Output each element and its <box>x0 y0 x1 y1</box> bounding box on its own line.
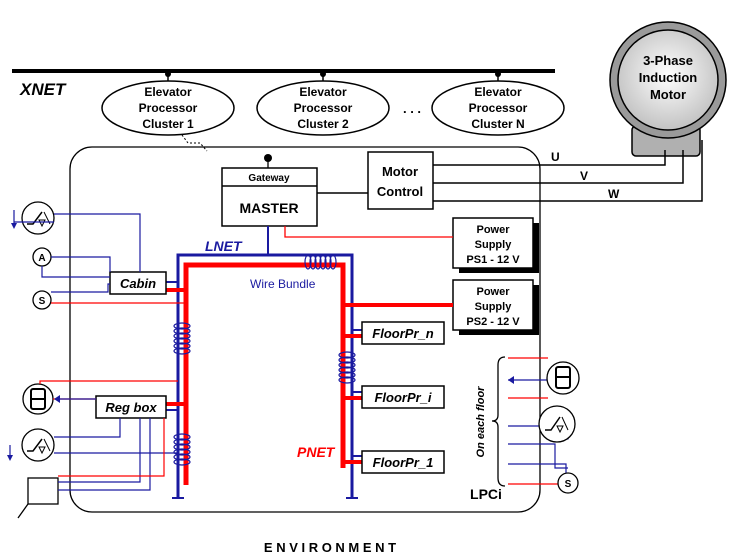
floor-node-i[interactable]: FloorPr_i <box>361 385 445 409</box>
phase-wires <box>432 140 703 202</box>
phase-w-label: W <box>608 187 620 201</box>
power-supply-2[interactable]: Power Supply PS2 - 12 V <box>452 279 539 335</box>
regbox-label: Reg box <box>105 400 157 415</box>
cabin-switch-wires <box>51 283 110 293</box>
lpci-light-sensor-icon <box>538 405 576 443</box>
ammeter-label: A <box>38 253 45 264</box>
ps1-feed-wire <box>284 226 453 238</box>
regbox-actuator-wires <box>58 418 151 491</box>
power-supply-1[interactable]: Power Supply PS1 - 12 V <box>452 217 539 273</box>
light-sensor-icon <box>21 201 55 235</box>
lnet-label: LNET <box>205 238 243 254</box>
floor-node-n-label: FloorPr_n <box>372 326 433 341</box>
lpci-switch-icon: S <box>557 472 579 494</box>
cabin-sensor-arrow-icon <box>11 223 17 229</box>
floor-node-n[interactable]: FloorPr_n <box>361 321 445 345</box>
ps2-line2: Supply <box>475 301 513 313</box>
floor-node-i-label: FloorPr_i <box>374 390 431 405</box>
gateway-master-node[interactable]: Gateway MASTER <box>221 154 318 227</box>
lnet-bus <box>172 226 358 499</box>
wire-bundle-coil-right <box>338 351 356 384</box>
cabin-switch-icon: S <box>32 290 52 310</box>
processor-cluster-2[interactable]: Elevator Processor Cluster 2 <box>256 71 390 136</box>
cluster-ellipsis: . . . <box>403 101 421 116</box>
processor-cluster-1[interactable]: Elevator Processor Cluster 1 <box>101 71 235 136</box>
motor-line2: Induction <box>639 70 698 85</box>
pnet-bus <box>166 262 453 485</box>
cluster-1-line3: Cluster 1 <box>142 117 194 131</box>
phase-u-label: U <box>551 150 560 164</box>
motor-line3: Motor <box>650 87 686 102</box>
pnet-label: PNET <box>297 444 336 460</box>
regbox-display-icon <box>22 383 54 415</box>
ps1-line3: PS1 - 12 V <box>466 254 520 266</box>
regbox-display-arrow-icon <box>54 395 60 403</box>
wire-bundle-coil-top <box>304 254 337 270</box>
induction-motor[interactable]: 3-Phase Induction Motor <box>609 21 727 157</box>
lpci-wires <box>508 357 568 485</box>
cabin-sensor-wire <box>13 210 141 272</box>
cluster-link-dotted <box>181 134 208 152</box>
motor-line1: 3-Phase <box>643 53 693 68</box>
lpci-display-arrow-icon <box>508 376 514 384</box>
gateway-label: Gateway <box>248 173 290 184</box>
cluster-1-line1: Elevator <box>144 85 192 99</box>
floor-node-1-label: FloorPr_1 <box>373 455 434 470</box>
cluster-2-line1: Elevator <box>299 85 347 99</box>
lpci-display-icon <box>546 361 580 395</box>
floor-node-1[interactable]: FloorPr_1 <box>361 450 445 474</box>
regbox-actuator-red-wire <box>58 418 165 477</box>
cabin-label: Cabin <box>120 276 156 291</box>
environment-label: E N V I R O N M E N T <box>264 540 396 554</box>
ps1-line2: Supply <box>475 239 513 251</box>
cluster-n-line1: Elevator <box>474 85 522 99</box>
ps2-line3: PS2 - 12 V <box>466 316 520 328</box>
ammeter-wires <box>41 256 111 278</box>
motor-control-line1: Motor <box>382 164 418 179</box>
regbox-sensor-arrow-icon <box>7 455 13 461</box>
cluster-n-line2: Processor <box>469 101 528 115</box>
cluster-2-line2: Processor <box>294 101 353 115</box>
cabin-node[interactable]: Cabin <box>109 271 167 295</box>
cluster-2-line3: Cluster 2 <box>297 117 349 131</box>
lpci-label: LPCi <box>470 486 502 502</box>
motor-control-line2: Control <box>377 184 423 199</box>
ps1-line1: Power <box>476 224 510 236</box>
lnet-node-taps <box>166 281 362 457</box>
floor-brace <box>491 356 506 487</box>
ps2-line1: Power <box>476 286 510 298</box>
regbox-light-sensor-icon <box>21 428 55 462</box>
wire-bundle-coil-left-upper <box>173 322 191 355</box>
xnet-label: XNET <box>19 80 67 99</box>
processor-cluster-n[interactable]: Elevator Processor Cluster N <box>431 71 565 136</box>
master-label: MASTER <box>239 200 298 216</box>
wire-bundle-coil-left-lower <box>173 433 191 466</box>
regbox-actuator-icon <box>17 477 59 519</box>
environment-boundary <box>69 146 541 513</box>
lpci-switch-label: S <box>565 479 572 490</box>
cluster-1-line2: Processor <box>139 101 198 115</box>
cabin-switch-label: S <box>39 296 46 307</box>
cluster-n-line3: Cluster N <box>471 117 524 131</box>
motor-control-node[interactable]: Motor Control <box>367 151 434 210</box>
ammeter-icon: A <box>32 247 52 267</box>
xnet-bus: XNET <box>12 69 555 99</box>
phase-v-label: V <box>580 169 588 183</box>
on-each-floor-label: On each floor <box>475 386 487 458</box>
wire-bundle-label: Wire Bundle <box>250 277 316 291</box>
regbox-node[interactable]: Reg box <box>95 395 167 419</box>
